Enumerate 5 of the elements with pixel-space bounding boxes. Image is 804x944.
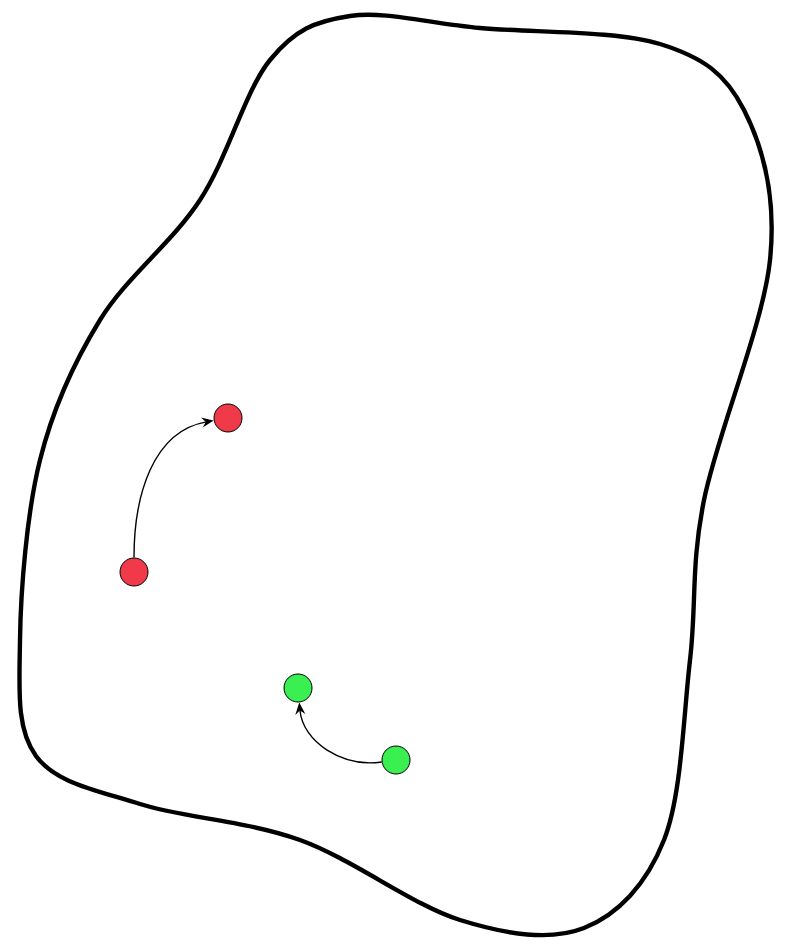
dot xyxy=(119,557,149,587)
region-outline xyxy=(17,12,774,938)
dot xyxy=(213,403,243,433)
dot xyxy=(381,745,411,775)
dot xyxy=(283,673,313,703)
